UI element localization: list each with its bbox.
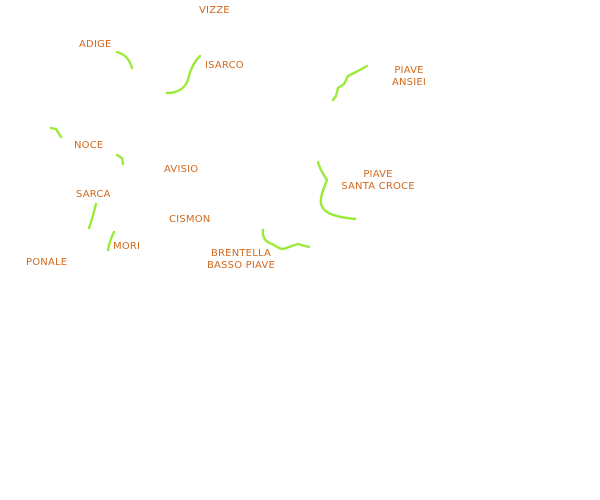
river-isarco — [165, 54, 202, 95]
river-noce-lower — [115, 153, 125, 166]
label-isarco: ISARCO — [205, 60, 244, 72]
river-noce-upper — [49, 126, 63, 139]
river-sarca — [87, 202, 98, 230]
label-ponale: PONALE — [26, 257, 67, 269]
label-mori-text: MORI — [113, 241, 141, 252]
label-vizze-text: VIZZE — [199, 5, 230, 16]
label-vizze: VIZZE — [199, 5, 230, 17]
label-adige-text: ADIGE — [79, 39, 112, 50]
label-noce: NOCE — [74, 140, 103, 152]
label-noce-text: NOCE — [74, 140, 104, 151]
label-brentella-line1: BRENTELLA — [210, 248, 272, 259]
label-cismon: CISMON — [169, 214, 210, 226]
label-piave-ansiei: PIAVE ANSIEI — [388, 65, 430, 89]
label-adige: ADIGE — [79, 39, 112, 51]
label-avisio: AVISIO — [164, 164, 198, 176]
label-brentella-basso-piave: BRENTELLA BASSO PIAVE — [201, 248, 281, 272]
label-piave-ansiei-line2: ANSIEI — [391, 77, 427, 88]
label-avisio-text: AVISIO — [164, 164, 199, 175]
river-adige — [115, 50, 134, 70]
river-piave-santa-croce — [316, 160, 357, 221]
label-mori: MORI — [113, 241, 140, 253]
label-ponale-text: PONALE — [26, 257, 68, 268]
label-piave-ansiei-line1: PIAVE — [394, 65, 424, 76]
label-sarca: SARCA — [76, 189, 111, 201]
label-sarca-text: SARCA — [76, 189, 111, 200]
label-piave-santa-croce-line1: PIAVE — [363, 169, 393, 180]
label-isarco-text: ISARCO — [205, 60, 244, 71]
label-brentella-line2: BASSO PIAVE — [207, 260, 275, 271]
river-piave-ansiei — [331, 64, 369, 102]
river-brentella — [261, 228, 311, 251]
river-mori — [106, 230, 116, 252]
label-piave-santa-croce-line2: SANTA CROCE — [341, 181, 415, 192]
label-piave-santa-croce: PIAVE SANTA CROCE — [336, 169, 420, 193]
label-cismon-text: CISMON — [169, 214, 211, 225]
